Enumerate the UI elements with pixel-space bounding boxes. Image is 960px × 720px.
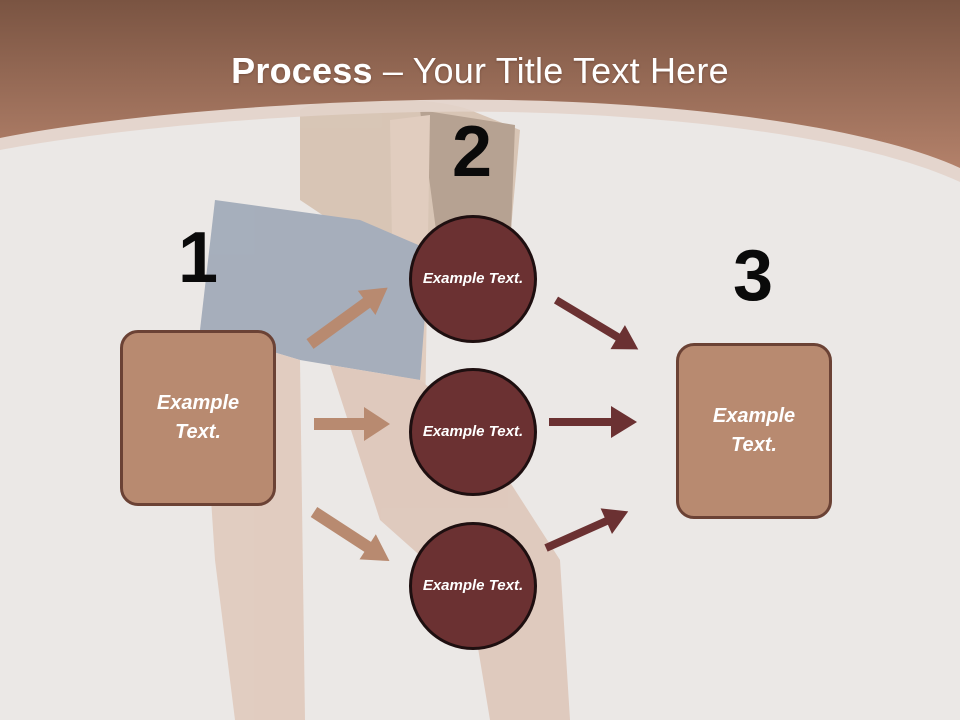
step-number-1: 1: [177, 218, 219, 298]
circle-bottom-text: Example Text.: [422, 577, 524, 595]
circle-middle: Example Text.: [409, 368, 537, 496]
arrow-left-to-top: [306, 287, 388, 349]
right-box-text: Example Text.: [712, 405, 796, 456]
left-process-box: Example Text.: [120, 330, 276, 506]
title-rest: – Your Title Text Here: [372, 50, 729, 91]
light-arrows: [306, 287, 390, 562]
arrow-left-to-bottom: [310, 506, 390, 562]
circle-top: Example Text.: [409, 215, 537, 343]
circle-middle-text: Example Text.: [422, 423, 524, 441]
dark-arrows: [544, 296, 639, 552]
header-band: [0, 0, 960, 182]
arrow-left-to-middle: [314, 407, 390, 441]
step-number-2: 2: [451, 112, 493, 192]
arrow-bottom-to-right: [544, 508, 629, 552]
step-number-3: 3: [732, 236, 774, 316]
left-box-text: Example Text.: [156, 392, 240, 443]
arrow-middle-to-right: [549, 406, 637, 438]
circle-top-text: Example Text.: [422, 270, 524, 288]
circle-bottom: Example Text.: [409, 522, 537, 650]
arrow-top-to-right: [553, 296, 639, 350]
right-process-box: Example Text.: [676, 343, 832, 519]
slide-title: Process – Your Title Text Here: [0, 50, 960, 92]
title-bold: Process: [231, 50, 373, 91]
